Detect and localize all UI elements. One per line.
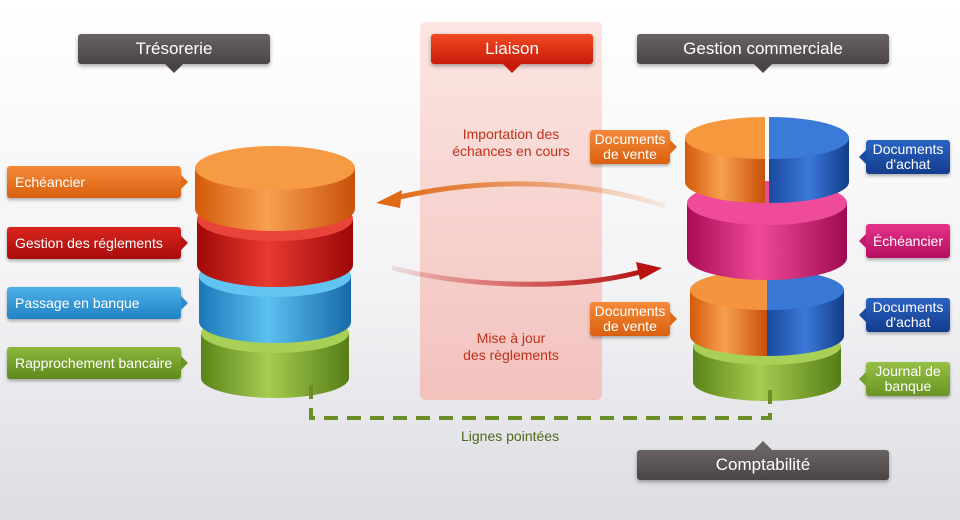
gestion-cylinder	[685, 117, 849, 401]
label-echeancier-right: Échéancier	[859, 224, 950, 258]
label-echeancier: Echéancier	[7, 166, 188, 198]
maj-arrow	[391, 262, 662, 287]
text-importation: Importation des échances en cours	[452, 126, 570, 159]
text-mise-a-jour: Mise à jour des règlements	[463, 330, 559, 363]
header-gestion-commerciale: Gestion commerciale	[637, 34, 889, 73]
header-liaison: Liaison	[431, 34, 593, 73]
import-arrow	[376, 181, 666, 209]
label-rapprochement-bancaire: Rapprochement bancaire	[7, 347, 188, 379]
lignes-pointees-line	[309, 385, 772, 420]
label-passage-banque: Passage en banque	[7, 287, 188, 319]
label-gestion-reglements: Gestion des réglements	[7, 227, 188, 259]
liaison-panel	[420, 22, 602, 400]
tresorerie-cylinder	[195, 146, 355, 398]
lignes-pointees-label: Lignes pointées	[461, 428, 560, 444]
header-comptabilite: Comptabilité	[637, 441, 889, 480]
header-tresorerie: Trésorerie	[78, 34, 270, 73]
